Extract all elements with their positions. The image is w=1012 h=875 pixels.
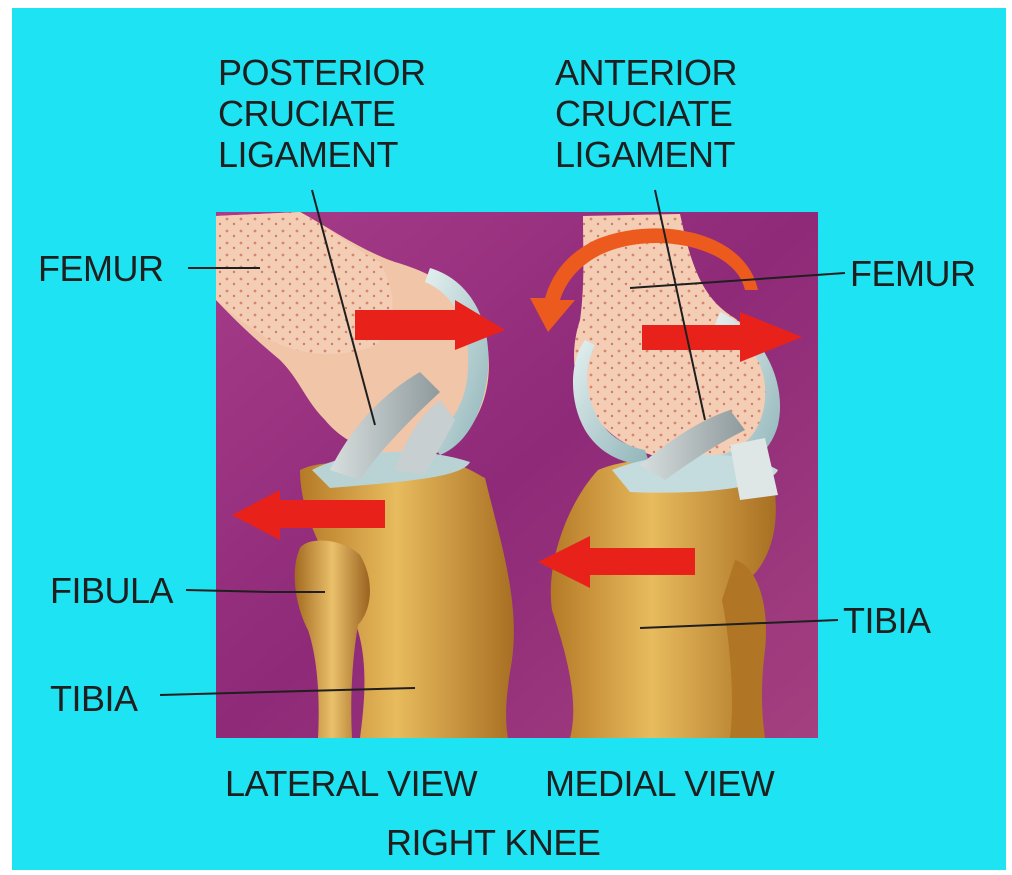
right-tibia-shape bbox=[550, 459, 776, 738]
left-ligament-2 bbox=[395, 400, 455, 475]
tibia-left-label: TIBIA bbox=[50, 678, 138, 719]
fibula-pointer-line bbox=[185, 589, 325, 593]
left-femur-cut-surface bbox=[216, 212, 393, 355]
left-femur-arrow bbox=[355, 300, 505, 350]
left-fibula-shape bbox=[294, 540, 370, 738]
medial-view-caption: MEDIAL VIEW bbox=[545, 763, 775, 804]
medial-knee bbox=[530, 214, 802, 738]
acl-label-line-2: CRUCIATE bbox=[555, 93, 733, 134]
pcl-label-line-3: LIGAMENT bbox=[218, 134, 399, 175]
fibula-label: FIBULA bbox=[50, 570, 174, 611]
acl-label: ANTERIOR CRUCIATE LIGAMENT bbox=[555, 52, 738, 175]
right-rotation-arrow bbox=[530, 228, 758, 332]
right-knee-caption: RIGHT KNEE bbox=[386, 822, 601, 863]
femur-right-label: FEMUR bbox=[850, 253, 976, 294]
acl-label-line-1: ANTERIOR bbox=[555, 52, 738, 93]
right-femur-arrow bbox=[642, 312, 802, 362]
lateral-view-caption: LATERAL VIEW bbox=[225, 763, 478, 804]
lateral-knee bbox=[216, 212, 514, 738]
femur-left-label: FEMUR bbox=[38, 248, 164, 289]
right-fibula-shape bbox=[722, 560, 766, 738]
right-acl-ligament bbox=[640, 410, 745, 480]
tibia-left-pointer-line bbox=[159, 687, 416, 696]
right-tibia-arrow bbox=[538, 536, 695, 588]
tibia-right-pointer-line bbox=[639, 619, 839, 629]
left-tibia-shape bbox=[300, 461, 514, 738]
left-tibia-arrow bbox=[232, 490, 385, 540]
acl-label-line-3: LIGAMENT bbox=[555, 134, 736, 175]
right-ligament-2 bbox=[730, 438, 778, 500]
pcl-pointer-line bbox=[311, 189, 376, 426]
pcl-label: POSTERIOR CRUCIATE LIGAMENT bbox=[218, 52, 426, 175]
pcl-label-line-2: CRUCIATE bbox=[218, 93, 396, 134]
acl-pointer-line bbox=[654, 189, 706, 421]
pcl-label-line-1: POSTERIOR bbox=[218, 52, 426, 93]
left-pcl-ligament bbox=[330, 372, 440, 480]
right-femoral-cartilage-2 bbox=[572, 340, 650, 465]
tibia-right-label: TIBIA bbox=[843, 600, 931, 641]
femur-right-pointer-line bbox=[629, 272, 846, 289]
